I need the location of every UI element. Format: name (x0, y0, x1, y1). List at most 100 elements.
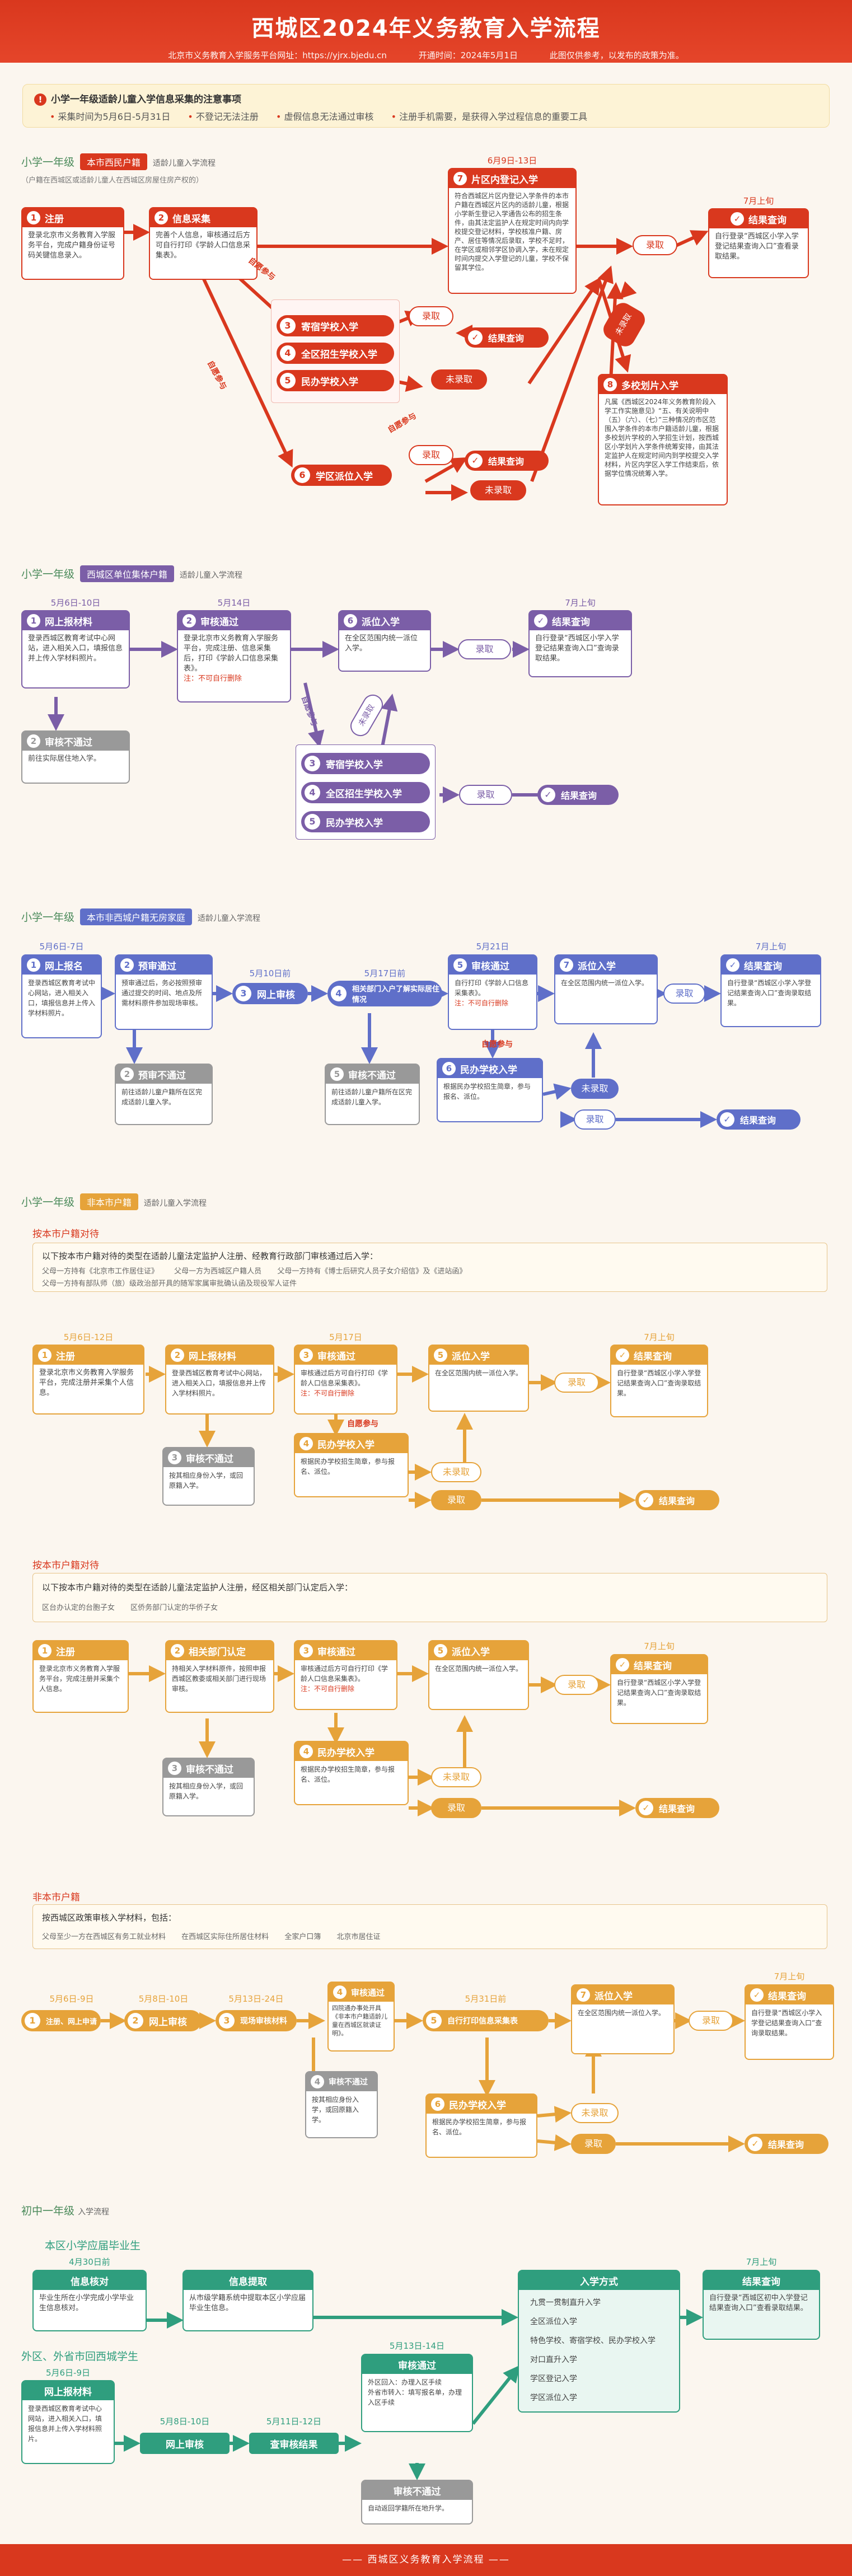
s3-result-pill: ✓结果查询 (717, 1109, 800, 1130)
s3-admitted-tag: 录取 (663, 983, 705, 1004)
s1-notadmitted-tag: 未录取 (431, 369, 487, 390)
panel-items: 区台办认定的台胞子女 区侨务部门认定的华侨子女 (42, 1601, 218, 1612)
chip-text: 注册、网上申请 (46, 2017, 97, 2026)
s3-date5: 5月21日 (476, 942, 509, 952)
s2-admitted-tag: 录取 (458, 639, 511, 659)
check-icon: ✓ (731, 212, 744, 226)
chip-number: 5 (426, 2013, 442, 2029)
notice-item: 注册手机需要，是获得入学过程信息的重要工具 (391, 111, 588, 122)
s5-group1: 本区小学应届毕业生 (45, 2240, 141, 2252)
method-item: 九贯一贯制直升入学 (530, 2298, 601, 2307)
step-heading: 预审通过 (138, 961, 176, 972)
step-number: 2 (171, 1644, 184, 1657)
chip-number: 5 (280, 373, 296, 388)
s5-group2: 外区、外省市回西城学生 (21, 2350, 139, 2363)
check-icon: ✓ (534, 614, 547, 627)
chip-text: 网上审核 (149, 2016, 187, 2028)
s4-panel2: 以下按本市户籍对待的类型在适龄儿童法定监护人注册，经区相关部门认定后入学： 区台… (32, 1573, 827, 1622)
chip-number: 6 (294, 467, 310, 483)
step-desc: 自动返回学籍所在地升学。 (368, 2504, 449, 2512)
result-text: 结果查询 (768, 2139, 804, 2150)
s4-panel3-title: 非本市户籍 (32, 1892, 80, 1903)
result-text: 结果查询 (561, 790, 597, 801)
step-desc: 前往适龄儿童户籍所在区完成适龄儿童入学。 (331, 1088, 413, 1106)
step-desc: 四院通办事处开具《非本市户籍适龄儿童在西城区就读证明》。 (332, 2004, 387, 2037)
platform-url[interactable]: 北京市义务教育入学服务平台网址：https://yjrx.bjedu.cn (168, 50, 387, 60)
s5-online-review: 网上审核 (140, 2433, 230, 2454)
s5-passed: 审核通过 外区回入：办理入区手续 外省市转入：填写报名单，办理入区手续 (361, 2354, 473, 2432)
panel-item: 父母一方持有《北京市工作居住证》 (42, 1267, 159, 1276)
step-warning: 注：不可自行删除 (301, 1685, 355, 1693)
step-desc: 根据民办学校招生简章，参与报名、派位。 (301, 1765, 395, 1783)
section1-note: （户籍在西城区或适龄儿童人在西城区房屋住房产权的） (21, 176, 204, 185)
notice-item: 不登记无法注册 (188, 111, 259, 122)
step-desc: 登录西城区教育考试中心网站，进入相关入口，填报信息并上传入学材料照片。 (28, 979, 96, 1017)
s1-result-pill2: ✓结果查询 (465, 451, 549, 471)
step-number: 4 (311, 2075, 324, 2088)
s3-date3: 5月10日前 (249, 968, 291, 978)
step-number: 2 (155, 211, 168, 224)
s4-panel1-title: 按本市户籍对待 (32, 1229, 99, 1240)
notice-box: !小学一年级适龄儿童入学信息采集的注意事项 采集时间为5月6日-5月31日 不登… (22, 84, 830, 128)
chip-number: 3 (219, 2013, 235, 2029)
step-heading: 结果查询 (742, 2276, 780, 2288)
s4-r2-notadmitted: 未录取 (431, 1767, 481, 1787)
chip-number: 3 (280, 318, 296, 334)
step-heading: 结果查询 (634, 1351, 672, 1362)
s5-date3: 5月6日-9日 (45, 2368, 91, 2378)
step-desc: 按其相应身份入学，或回原籍入学。 (169, 1472, 244, 1490)
section4-suffix: 适龄儿童入学流程 (144, 1199, 207, 1208)
s3-notadmitted-tag: 未录取 (571, 1079, 619, 1099)
step-desc: 凡属《西城区2024年义务教育阶段入学工作实施意见》“五、有关说明中（五）（六）… (605, 398, 719, 477)
step-heading: 派位入学 (452, 1646, 490, 1658)
check-icon: ✓ (468, 330, 483, 345)
step-number: 7 (560, 958, 573, 972)
check-icon: ✓ (616, 1348, 629, 1362)
chip-text: 网上审核 (257, 989, 295, 1001)
panel-item: 父母一方持有部队师（旅）级政治部开具的随军家属审批确认函及现役军人证件 (42, 1280, 297, 1288)
s4-r2-result: ✓结果查询 自行登录“西城区小学入学登记结果查询入口”查询录取结果。 (610, 1654, 708, 1724)
step-heading: 派位入学 (578, 961, 616, 972)
s3-date8: 7月上旬 (755, 942, 787, 952)
step-number: 6 (442, 1062, 456, 1075)
step-desc: 符合西城区片区内登记入学条件的本市户籍在西城区片区内的适龄儿童，根据小学新生登记… (455, 192, 569, 271)
panel-item: 父母一方持有《博士后研究人员子女介绍信》及《进站函》 (277, 1267, 467, 1276)
chip-text: 民办学校入学 (326, 817, 383, 829)
s4-r1-admitted: 录取 (554, 1373, 599, 1393)
passed-item: 外省市转入：填写报名单，办理入区手续 (368, 2388, 462, 2406)
s5-online-submit: 网上报材料 登录西城区教育考试中心网站，进入相关入口，填报信息并上传入学材料照片… (21, 2380, 115, 2464)
section5-title: 初中一年级 入学流程 (21, 2203, 109, 2218)
step-number: 2 (120, 958, 134, 972)
s1-admitted-tag: 录取 (409, 306, 453, 326)
step-heading: 派位入学 (362, 616, 400, 628)
step-desc: 在全区范围内统一派位入学。 (435, 1369, 523, 1377)
chip-number: 4 (305, 785, 320, 800)
check-icon: ✓ (639, 1493, 653, 1507)
step-heading: 审核不通过 (186, 1453, 233, 1465)
notice-item: 采集时间为5月6日-5月31日 (50, 111, 170, 122)
s5-date6: 5月13日-14日 (389, 2341, 445, 2351)
section1-pill: 本市西民户籍 (80, 153, 148, 170)
step-number: 1 (27, 211, 40, 224)
s4-r1-voluntary: 自愿参与 (347, 1420, 378, 1428)
step-desc: 前往适龄儿童户籍所在区完成适龄儿童入学。 (121, 1088, 203, 1106)
s4-r3-admitted: 录取 (689, 2011, 733, 2031)
step-heading: 审核通过 (351, 1987, 385, 1998)
method-item: 全区派位入学 (530, 2317, 577, 2326)
s4-r2-result-pill: ✓结果查询 (635, 1798, 719, 1818)
step-number: 3 (299, 1348, 313, 1362)
s4-r3-result: ✓结果查询 自行登录“西城区小学入学登记结果查询入口”查询录取结果。 (745, 1984, 834, 2060)
